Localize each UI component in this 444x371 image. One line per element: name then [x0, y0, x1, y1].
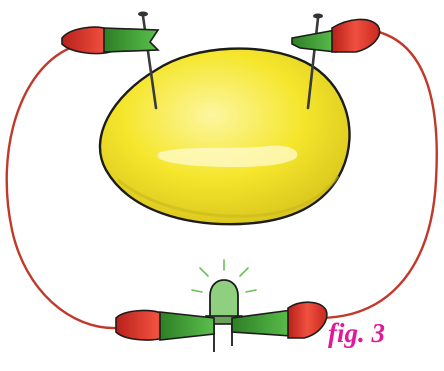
left-bottom-clip [116, 311, 214, 340]
figure-caption: fig. 3 [328, 318, 385, 348]
right-bottom-clip [232, 302, 327, 338]
led [192, 260, 256, 352]
right-top-clip [292, 19, 380, 52]
left-wire [7, 48, 118, 328]
left-top-clip [62, 27, 158, 53]
